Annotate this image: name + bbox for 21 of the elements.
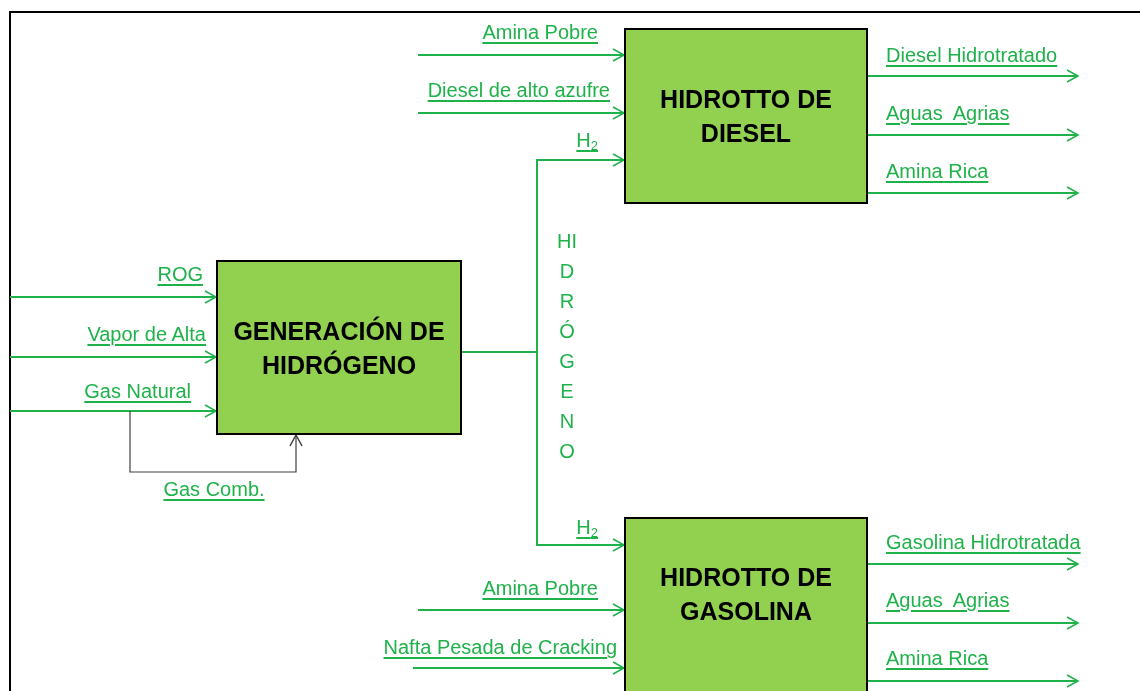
process-title: HIDROTTO DE DIESEL (659, 84, 833, 149)
flow-arrow (9, 350, 217, 364)
flow-arrow (867, 186, 1079, 200)
flow-arrow (417, 106, 625, 120)
flow-arrow (417, 603, 625, 617)
process-box (624, 517, 868, 691)
flow-arrow (417, 48, 625, 62)
flow-arrow (867, 674, 1079, 688)
process-title: GENERACIÓN DE HIDRÓGENO (232, 315, 446, 381)
flow-arrow (129, 410, 303, 473)
flow-arrow (867, 128, 1079, 142)
flow-arrow (9, 404, 217, 418)
process-box (216, 260, 462, 435)
process-title: HIDROTTO DE GASOLINA (659, 562, 833, 627)
flow-arrow (9, 290, 217, 304)
flow-arrow (461, 351, 625, 552)
flow-arrow (867, 616, 1079, 630)
flow-arrow (867, 557, 1079, 571)
flow-arrow (412, 661, 625, 675)
flow-arrow (867, 69, 1079, 83)
process-box (624, 28, 868, 204)
